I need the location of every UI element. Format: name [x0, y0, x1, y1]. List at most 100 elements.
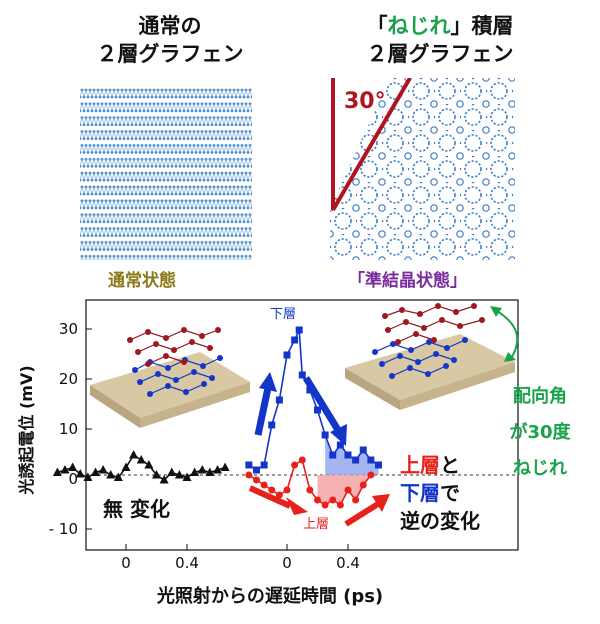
lower-layer-tag: 下層 — [270, 307, 296, 322]
upper-layer-area — [317, 475, 371, 505]
no-change-point — [167, 467, 177, 476]
upper-layer-tag: 上層 — [303, 517, 329, 532]
twisted-heading: 「ねじれ」積層 ２層グラフェン — [315, 12, 565, 68]
lower-layer-point — [375, 461, 382, 469]
trend-arrows — [248, 372, 390, 527]
series-no-change — [52, 450, 230, 484]
orient-line2: が30度 — [509, 421, 571, 443]
photovoltage-chart: 光誘起電位 (mV) 30 20 10 0 - 10 0 0.4 0 0.4 光… — [17, 299, 572, 607]
no-change-point — [159, 475, 169, 484]
normal-heading-line2: ２層グラフェン — [96, 42, 244, 66]
no-change-point — [190, 467, 200, 476]
plot-frame — [85, 299, 519, 551]
no-change-point — [52, 467, 62, 476]
x-tick-right-0: 0 — [282, 554, 292, 572]
lower-layer-point — [283, 351, 291, 359]
no-change-point — [68, 462, 78, 471]
lower-layer-point — [298, 371, 306, 379]
note-reverse: 逆の変化 — [400, 509, 480, 533]
y-tick-10: 10 — [59, 420, 78, 438]
bracket-open: 「 — [366, 14, 388, 38]
upper-layer-point — [283, 486, 291, 494]
no-change-point — [129, 450, 139, 459]
twist-word: ねじれ — [387, 14, 451, 38]
twisted-heading-line1: 「ねじれ」積層 — [315, 12, 565, 40]
lower-layer-point — [336, 441, 344, 449]
lower-layer-point — [344, 451, 352, 459]
no-change-point — [98, 465, 108, 474]
no-change-point — [60, 465, 70, 474]
lower-layer-point — [295, 326, 303, 334]
upper-layer-point — [291, 461, 299, 469]
normal-state-label: 通常状態 — [108, 271, 176, 291]
note-to: と — [440, 453, 460, 477]
red-arrow-up — [344, 501, 380, 527]
lower-layer-point — [291, 336, 299, 344]
no-change-point — [213, 465, 222, 474]
no-change-point — [136, 455, 146, 464]
no-change-point — [174, 470, 184, 479]
svg-text:下層で: 下層で — [400, 481, 460, 505]
lower-layer-point — [260, 461, 268, 469]
upper-layer-point — [359, 481, 367, 489]
lower-layer-point — [321, 431, 329, 439]
no-change-point — [182, 472, 192, 481]
rotation-arrow — [494, 309, 519, 361]
reverse-change-note: 上層と 下層で 逆の変化 — [400, 453, 480, 533]
svg-text:上層と: 上層と — [400, 453, 460, 477]
lower-layer-point — [367, 456, 375, 464]
orient-line3: ねじれ — [513, 458, 567, 479]
no-change-point — [113, 472, 123, 481]
lower-layer-point — [329, 451, 337, 459]
upper-layer-point — [306, 486, 314, 494]
x-tick-left-0: 0 — [121, 554, 131, 572]
no-change-point — [106, 470, 116, 479]
no-change-point — [152, 470, 161, 479]
orientation-note: 配向角 が30度 ねじれ — [509, 385, 571, 479]
lower-layer-point — [268, 421, 276, 429]
orient-line1: 配向角 — [513, 385, 567, 407]
lower-layer-point — [275, 396, 283, 404]
no-change-label: 無 変化 — [103, 497, 170, 521]
red-arrow-down — [248, 485, 292, 509]
upper-layer-point — [268, 486, 276, 494]
lower-layer-point — [314, 406, 321, 414]
no-change-point — [144, 460, 154, 469]
upper-layer-point — [253, 476, 260, 484]
lower-layer-point — [245, 461, 253, 469]
y-tick-minus10: - 10 — [49, 520, 78, 538]
no-change-point — [205, 467, 215, 476]
bracket-close: 」積層 — [450, 14, 514, 38]
note-de: で — [440, 481, 460, 505]
twisted-heading-line2: ２層グラフェン — [366, 42, 514, 66]
no-change-point — [91, 467, 100, 476]
normal-heading-line1: 通常の — [138, 14, 202, 38]
note-upper: 上層 — [400, 453, 440, 477]
normal-bilayer-lattice — [80, 88, 252, 260]
normal-heading: 通常の ２層グラフェン — [55, 12, 285, 68]
note-lower: 下層 — [400, 481, 440, 505]
no-change-point — [121, 462, 131, 471]
no-change-point — [83, 472, 93, 481]
upper-layer-point — [245, 471, 253, 479]
y-tick-30: 30 — [59, 320, 78, 338]
angle-line-diagonal — [331, 78, 412, 212]
blue-arrow-up — [254, 387, 272, 436]
upper-layer-point — [367, 471, 375, 479]
x-axis-label: 光照射からの遅延時間 (ps) — [156, 585, 383, 607]
lower-layer-point — [359, 446, 367, 454]
angle-wedge-mask — [330, 78, 390, 208]
blue-arrow-down — [303, 376, 341, 432]
x-tick-right-04: 0.4 — [336, 554, 360, 572]
upper-layer-point — [314, 496, 321, 504]
y-tick-20: 20 — [59, 370, 78, 388]
upper-layer-point — [329, 496, 337, 504]
lower-layer-point — [352, 456, 360, 464]
upper-layer-point — [321, 501, 329, 509]
series-upper-layer — [245, 456, 375, 509]
upper-layer-point — [298, 456, 306, 464]
x-tick-left-04: 0.4 — [175, 554, 199, 572]
y-ticks: 30 20 10 0 - 10 — [49, 320, 78, 538]
upper-layer-point — [260, 481, 268, 489]
stacked-bilayer-illustration-right — [345, 303, 519, 410]
